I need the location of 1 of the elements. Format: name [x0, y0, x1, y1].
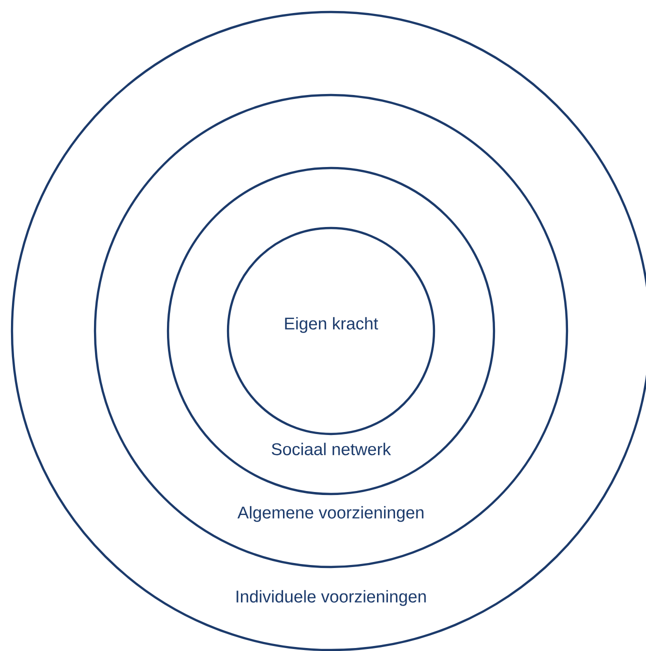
ring: Eigen kracht — [226, 226, 436, 436]
